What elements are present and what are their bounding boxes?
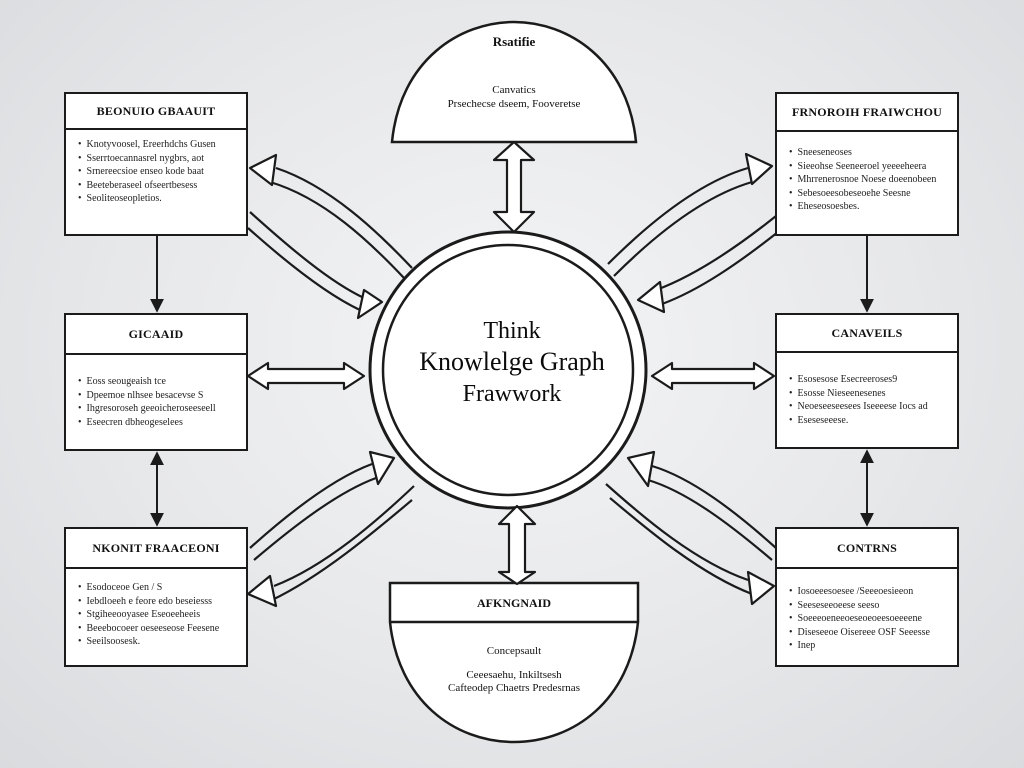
arrow-center-top [492, 140, 536, 234]
box-list: Esosesose Esecreeroses9Esosse Nieseenese… [789, 373, 951, 427]
box-title: BEONUIO GBAAUIT [66, 94, 246, 130]
arrow-upper-right-b [636, 215, 779, 314]
arrow-lower-right-a [626, 450, 777, 561]
list-item: Eseseseeese. [789, 414, 951, 428]
box-mid-left: GICAAID Eoss seougeaish tceDpeemoe nlhse… [64, 313, 248, 451]
top-node-title: Rsatifie [492, 34, 536, 49]
arrow-mid-left [246, 361, 366, 391]
top-dome-node [390, 20, 638, 144]
list-item: Beeteberaseel ofseertbesess [78, 179, 240, 193]
box-top-left: BEONUIO GBAAUIT Knotyvoosel, Ereerhdchs … [64, 92, 248, 236]
box-list: Eoss seougeaish tceDpeemoe nlhsee besace… [78, 375, 240, 429]
list-item: Knotyvoosel, Ereerhdchs Gusen [78, 138, 240, 152]
box-mid-right: CANAVEILS Esosesose Esecreeroses9Esosse … [775, 313, 959, 449]
bottom-node-line1: Concepsault [486, 645, 542, 657]
box-list: Knotyvoosel, Ereerhdchs GusenSserrtoecan… [78, 138, 240, 206]
bottom-node-title: AFKNGNAID [477, 596, 551, 610]
list-item: Dpeemoe nlhsee besacevse S [78, 389, 240, 403]
list-item: Eseecren dbheogeselees [78, 416, 240, 430]
arrow-lower-left-a [249, 450, 396, 561]
list-item: Ihgresoroseh geeoicheroseeseell [78, 402, 240, 416]
center-title: Think Knowlelge Graph Frawwork [382, 316, 642, 410]
box-list: Esodoceoe Gen / SIebdloeeh e feore edo b… [78, 581, 240, 649]
arrow-mid-right [650, 361, 776, 391]
list-item: Seoliteoseopletios. [78, 192, 240, 206]
list-item: Sneeseneoses [789, 146, 951, 160]
box-title: FRNOROIH FRAIWCHOU [777, 94, 957, 132]
list-item: Eheseosoesbes. [789, 200, 951, 214]
list-item: Beeebocoeer oeseeseose Feesene [78, 622, 240, 636]
list-item: Srnereecsioe enseo kode baat [78, 165, 240, 179]
list-item: Diseseeoe Oisereee OSF Seeesse [789, 626, 951, 640]
bottom-node-text: AFKNGNAID Concepsault Ceeesaehu, Inkilts… [392, 596, 636, 694]
box-title: CANAVEILS [777, 315, 957, 353]
center-circle-inner [381, 243, 635, 497]
list-item: Seeilsoosesk. [78, 635, 240, 649]
list-item: Seeseseeoeese seeso [789, 599, 951, 613]
arrow-upper-left-b [247, 211, 384, 320]
box-title: NKONIT FRAACEONI [66, 529, 246, 569]
list-item: Stgiheeooyasee Eseoeeheeis [78, 608, 240, 622]
top-node-line1: Canvatics [492, 84, 536, 96]
list-item: Sebesoeesobeseoehe Seesne [789, 187, 951, 201]
box-top-right: FRNOROIH FRAIWCHOU SneeseneosesSieeohse … [775, 92, 959, 236]
list-item: Soeeeoeneeoeseoeoeesoeeeene [789, 612, 951, 626]
box-bottom-left: NKONIT FRAACEONI Esodoceoe Gen / SIebdlo… [64, 527, 248, 667]
arrow-lower-right-b [605, 483, 776, 606]
list-item: Sieeohse Seeneeroel yeeeeheera [789, 160, 951, 174]
list-item: Mhrrenerosnoe Noese doeenobeen [789, 173, 951, 187]
list-item: Sserrtoecannasrel nygbrs, aot [78, 152, 240, 166]
arrow-upper-right-a [607, 152, 774, 277]
list-item: Esodoceoe Gen / S [78, 581, 240, 595]
top-node-text: Rsatifie Canvatics Prsechecse dseem, Foo… [400, 34, 628, 110]
list-item: Esosesose Esecreeroses9 [789, 373, 951, 387]
center-title-line3: Frawwork [462, 381, 562, 407]
list-item: Neoeseeseesees Iseeeese Iocs ad [789, 400, 951, 414]
arrow-upper-left-a [248, 153, 413, 279]
box-bottom-right: CONTRNS Iosoeeesoesee /SeeeoesieeonSeese… [775, 527, 959, 667]
list-item: Inep [789, 639, 951, 653]
center-title-line2: Knowlelge Graph [419, 347, 605, 376]
bottom-node-line2: Ceeesaehu, Inkiltsesh [466, 669, 562, 681]
list-item: Iosoeeesoesee /Seeeoesieeon [789, 585, 951, 599]
list-item: Esosse Nieseenesenes [789, 387, 951, 401]
arrow-lower-left-b [246, 485, 415, 608]
box-title: GICAAID [66, 315, 246, 355]
arrow-center-bottom [497, 504, 537, 586]
list-item: Eoss seougeaish tce [78, 375, 240, 389]
center-title-line1: Think [483, 318, 541, 344]
list-item: Iebdloeeh e feore edo beseiesss [78, 595, 240, 609]
top-node-line2: Prsechecse dseem, Fooveretse [447, 98, 581, 110]
box-list: Iosoeeesoesee /SeeeoesieeonSeeseseeoeese… [789, 585, 951, 653]
box-list: SneeseneosesSieeohse Seeneeroel yeeeehee… [789, 146, 951, 214]
box-title: CONTRNS [777, 529, 957, 569]
bottom-node-line3: Cafteodep Chaetrs Predesrnas [448, 682, 580, 694]
